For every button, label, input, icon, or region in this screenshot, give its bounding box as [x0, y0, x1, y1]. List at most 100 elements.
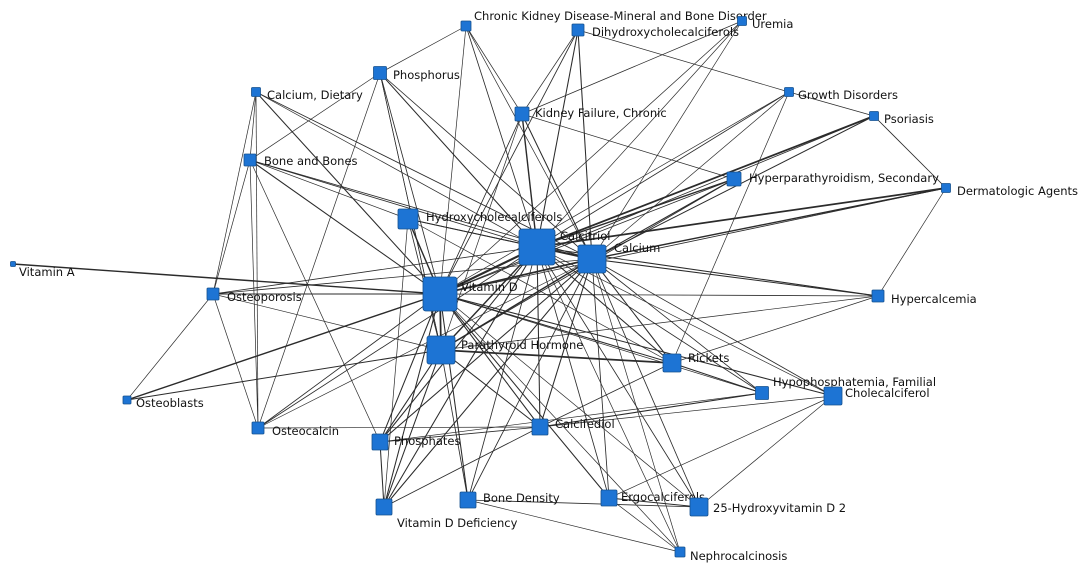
node-marker-nephrocalcinosis[interactable]	[674, 546, 686, 558]
node-marker-ckd_mbd[interactable]	[460, 20, 472, 32]
edge-uremia-kidney_failure	[521, 20, 743, 115]
node-marker-ergocalciferols[interactable]	[600, 489, 618, 507]
node-calcitriol[interactable]: Calcitriol	[518, 228, 610, 266]
edge-bone_bones-calcitriol	[249, 159, 538, 248]
edge-hydroxyvitd2-bone_density	[467, 499, 700, 508]
node-marker-cholecalciferol[interactable]	[823, 386, 843, 406]
node-pth[interactable]: Parathyroid Hormone	[426, 335, 583, 365]
node-label-phosphates: Phosphates	[394, 434, 460, 448]
edge-calcitriol-psoriasis	[536, 115, 875, 248]
node-marker-dihydroxy[interactable]	[571, 23, 585, 37]
node-marker-vitamin_a[interactable]	[10, 261, 16, 267]
node-label-osteoblasts: Osteoblasts	[136, 396, 204, 410]
edge-uremia-calcium	[591, 20, 743, 260]
node-label-hypercalcemia: Hypercalcemia	[891, 292, 977, 306]
node-hypercalcemia[interactable]: Hypercalcemia	[871, 289, 977, 306]
node-osteoblasts[interactable]: Osteoblasts	[122, 395, 204, 410]
edge-dihydroxy-kidney_failure	[521, 29, 579, 115]
node-marker-hydroxychole[interactable]	[397, 208, 419, 230]
edge-ergocalciferols-hydroxyvitd2	[608, 497, 700, 508]
node-calcifediol[interactable]: Calcifediol	[531, 417, 615, 436]
node-osteocalcin[interactable]: Osteocalcin	[251, 421, 339, 438]
node-marker-kidney_failure[interactable]	[514, 106, 530, 122]
node-phosphorus[interactable]: Phosphorus	[373, 66, 460, 83]
node-calcium_dietary[interactable]: Calcium, Dietary	[251, 87, 364, 103]
edge-growth-calcitriol	[536, 91, 790, 248]
edge-bone_density-pth	[440, 349, 469, 501]
edge-hyperpara-vitamin_d	[439, 178, 735, 295]
node-dermatologic[interactable]: Dermatologic Agents	[941, 183, 1079, 199]
node-marker-calcium[interactable]	[577, 244, 607, 274]
node-label-calcium_dietary: Calcium, Dietary	[267, 88, 363, 102]
node-marker-hypophos[interactable]	[755, 386, 769, 400]
node-marker-growth[interactable]	[784, 87, 794, 97]
node-label-vitd_deficiency: Vitamin D Deficiency	[397, 516, 518, 530]
node-bone_bones[interactable]: Bone and Bones	[243, 153, 358, 168]
node-kidney_failure[interactable]: Kidney Failure, Chronic	[514, 106, 667, 122]
edge-nephrocalcinosis-calcium	[591, 258, 681, 553]
node-marker-vitd_deficiency[interactable]	[375, 498, 393, 516]
node-marker-osteoporosis[interactable]	[206, 287, 220, 301]
node-marker-vitamin_d[interactable]	[422, 276, 458, 312]
edge-bone_bones-vitamin_d	[249, 159, 441, 295]
node-marker-phosphates[interactable]	[371, 433, 389, 451]
node-cholecalciferol[interactable]: Cholecalciferol	[823, 386, 930, 406]
node-marker-hydroxyvitd2[interactable]	[689, 497, 709, 517]
edge-pth-rickets	[440, 349, 673, 364]
node-label-vitamin_d: Vitamin D	[461, 280, 518, 294]
edge-hydroxychole-calcium	[407, 218, 593, 260]
node-dihydroxy[interactable]: Dihydroxycholecalciferols	[571, 23, 739, 39]
edge-vitamin_d-cholecalciferol	[439, 293, 834, 397]
edge-vitd_deficiency-calcitriol	[383, 246, 538, 508]
edge-vitd_deficiency-calcifediol	[383, 426, 541, 508]
node-bone_density[interactable]: Bone Density	[459, 491, 560, 509]
node-label-calcitriol: Calcitriol	[560, 229, 610, 243]
edge-uremia-vitamin_d	[439, 20, 743, 295]
edge-calcitriol-kidney_failure	[521, 113, 538, 248]
edge-calcium_dietary-calcitriol	[255, 91, 538, 248]
edge-pth-osteoblasts	[126, 349, 442, 401]
node-marker-calcitriol[interactable]	[518, 228, 556, 266]
edge-vitamin_d-phosphorus	[379, 72, 441, 295]
node-psoriasis[interactable]: Psoriasis	[869, 111, 934, 127]
node-marker-psoriasis[interactable]	[869, 111, 879, 121]
node-marker-osteocalcin[interactable]	[251, 421, 265, 435]
node-marker-rickets[interactable]	[662, 353, 682, 373]
node-vitamin_d[interactable]: Vitamin D	[422, 276, 518, 312]
node-hydroxychole[interactable]: Hydroxycholecalciferols	[397, 208, 562, 230]
node-marker-bone_density[interactable]	[459, 491, 477, 509]
node-marker-calcium_dietary[interactable]	[251, 87, 261, 97]
node-marker-bone_bones[interactable]	[243, 153, 257, 167]
node-marker-calcifediol[interactable]	[531, 418, 549, 436]
node-uremia[interactable]: Uremia	[737, 16, 794, 32]
node-vitamin_a[interactable]: Vitamin A	[10, 261, 75, 280]
node-hypophos[interactable]: Hypophosphatemia, Familial	[755, 375, 937, 400]
node-marker-osteoblasts[interactable]	[122, 395, 132, 405]
node-marker-dermatologic[interactable]	[941, 183, 951, 193]
node-phosphates[interactable]: Phosphates	[371, 433, 460, 451]
node-marker-hypercalcemia[interactable]	[871, 289, 885, 303]
node-marker-pth[interactable]	[426, 335, 456, 365]
node-hydroxyvitd2[interactable]: 25-Hydroxyvitamin D 2	[689, 497, 846, 517]
node-hyperpara[interactable]: Hyperparathyroidism, Secondary	[726, 171, 939, 187]
node-marker-phosphorus[interactable]	[373, 66, 387, 80]
node-label-hydroxychole: Hydroxycholecalciferols	[426, 210, 562, 224]
node-osteoporosis[interactable]: Osteoporosis	[206, 287, 302, 304]
edge-phosphorus-osteocalcin	[257, 72, 381, 429]
edge-growth-calcium	[591, 91, 790, 260]
node-label-pth: Parathyroid Hormone	[461, 338, 583, 352]
edge-nephrocalcinosis-calcitriol	[536, 246, 681, 553]
node-label-ergocalciferols: Ergocalciferols	[621, 490, 705, 504]
node-nephrocalcinosis[interactable]: Nephrocalcinosis	[674, 546, 787, 563]
node-vitd_deficiency[interactable]: Vitamin D Deficiency	[375, 498, 518, 530]
edge-dermatologic-hypercalcemia	[877, 187, 947, 297]
node-label-dihydroxy: Dihydroxycholecalciferols	[592, 25, 739, 39]
node-calcium[interactable]: Calcium	[577, 241, 660, 274]
edge-dermatologic-vitamin_d	[439, 187, 947, 295]
node-marker-uremia[interactable]	[737, 16, 747, 26]
node-ckd_mbd[interactable]: Chronic Kidney Disease-Mineral and Bone …	[460, 9, 767, 32]
node-rickets[interactable]: Rickets	[662, 351, 729, 373]
node-growth[interactable]: Growth Disorders	[784, 87, 898, 103]
node-marker-hyperpara[interactable]	[726, 171, 742, 187]
node-ergocalciferols[interactable]: Ergocalciferols	[600, 489, 705, 507]
